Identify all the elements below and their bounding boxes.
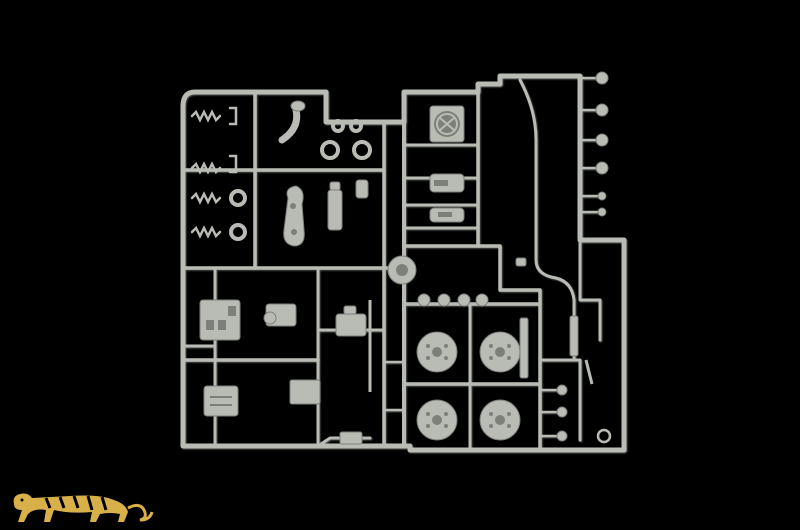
small-cylinders xyxy=(417,293,489,307)
ring-parts xyxy=(229,119,372,241)
suspension-parts xyxy=(283,179,369,247)
wheel-parts xyxy=(416,331,521,441)
tiger-logo-icon xyxy=(13,493,154,522)
knob-parts xyxy=(556,71,612,444)
curved-pipe xyxy=(278,100,306,144)
fan-part xyxy=(429,105,465,223)
gearbox xyxy=(289,300,372,445)
engine-block xyxy=(199,299,297,417)
wheel-bottom-left xyxy=(416,399,458,441)
wheel-bottom-right xyxy=(479,399,521,441)
wheel-top-right xyxy=(479,331,521,373)
wheel-top-left xyxy=(416,331,458,373)
spring-parts xyxy=(190,106,238,239)
shock-absorber xyxy=(515,257,594,385)
steering-part xyxy=(387,255,417,285)
